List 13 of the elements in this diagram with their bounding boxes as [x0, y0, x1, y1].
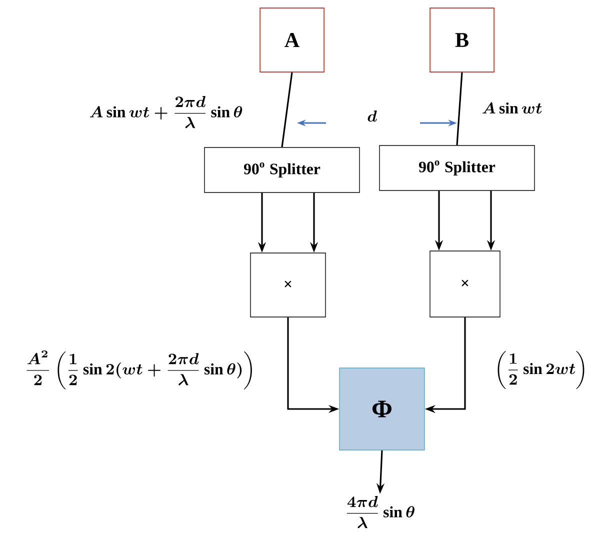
- output-formula: $\frac{4\pi d}{\lambda}\sin\theta$: [346, 496, 414, 528]
- source-box: B: [430, 8, 494, 72]
- phase-detector-box: Φ: [339, 368, 425, 450]
- formula-label: $A\sin wt+\frac{2\pi d}{\lambda}\sin\theta$: [90, 96, 242, 128]
- formula-label: $A\sin wt$: [482, 102, 542, 114]
- dimension-label: $d$: [368, 110, 377, 122]
- process-box: ×: [430, 250, 500, 318]
- source-box: A: [260, 8, 324, 72]
- process-box: 90$^{o}$ Splitter: [379, 145, 535, 191]
- process-box: 90$^{o}$ Splitter: [204, 147, 360, 193]
- formula-label: $\left(\frac{1}{2}\sin 2wt\right)$: [498, 351, 584, 389]
- process-box: ×: [250, 252, 326, 318]
- formula-label: $\frac{A^2}{2}\left(\frac{1}{2}\sin 2(wt+\frac{2\pi d}{\lambda}\sin\theta)\right)$: [26, 350, 252, 390]
